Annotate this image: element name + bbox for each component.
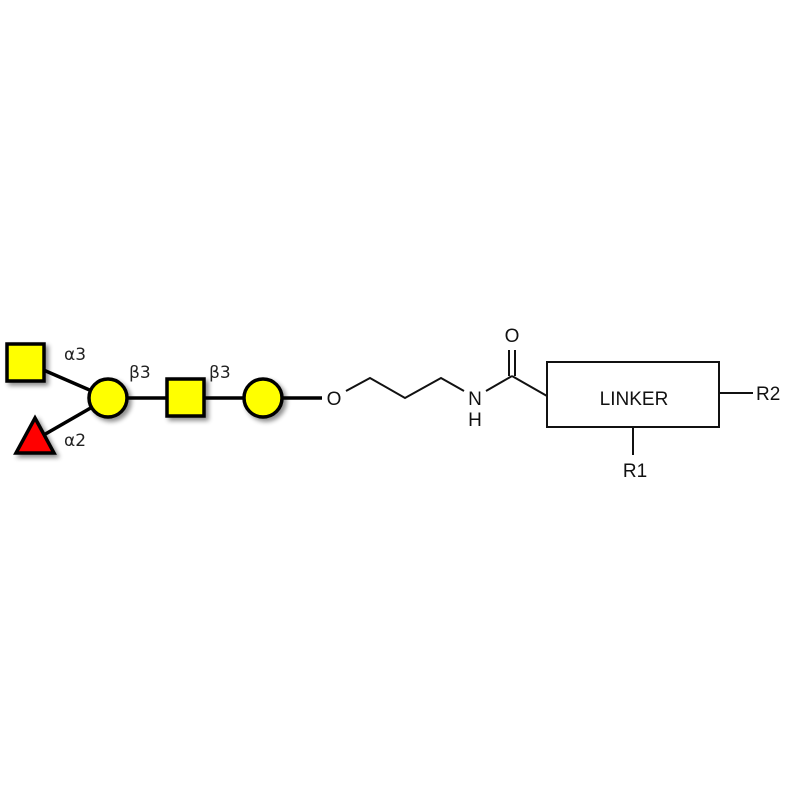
bond-n-carbonyl (485, 375, 513, 392)
galnac-terminal-square (5, 342, 46, 383)
r1-label: R1 (623, 461, 647, 482)
linker-label: LINKER (600, 389, 669, 410)
linkage-beta3-first-label: β3 (129, 363, 151, 383)
amide-hydrogen-label: H (468, 410, 482, 431)
carbonyl-oxygen-label: O (505, 326, 520, 347)
galnac-middle-square (165, 377, 206, 418)
fucose-triangle (13, 414, 57, 455)
r2-label: R2 (756, 384, 780, 405)
spacer-oxygen-label: O (327, 389, 342, 410)
gal-branch-circle (87, 377, 129, 419)
amide-nitrogen-label: N (468, 389, 482, 410)
linkage-alpha3-label: α3 (64, 345, 86, 365)
gal-reducing-circle (242, 377, 284, 419)
bond-carbonyl-linker (511, 375, 548, 397)
linkage-alpha2-label: α2 (64, 431, 86, 451)
propyl-chain (345, 376, 465, 400)
linkage-beta3-second-label: β3 (209, 363, 231, 383)
